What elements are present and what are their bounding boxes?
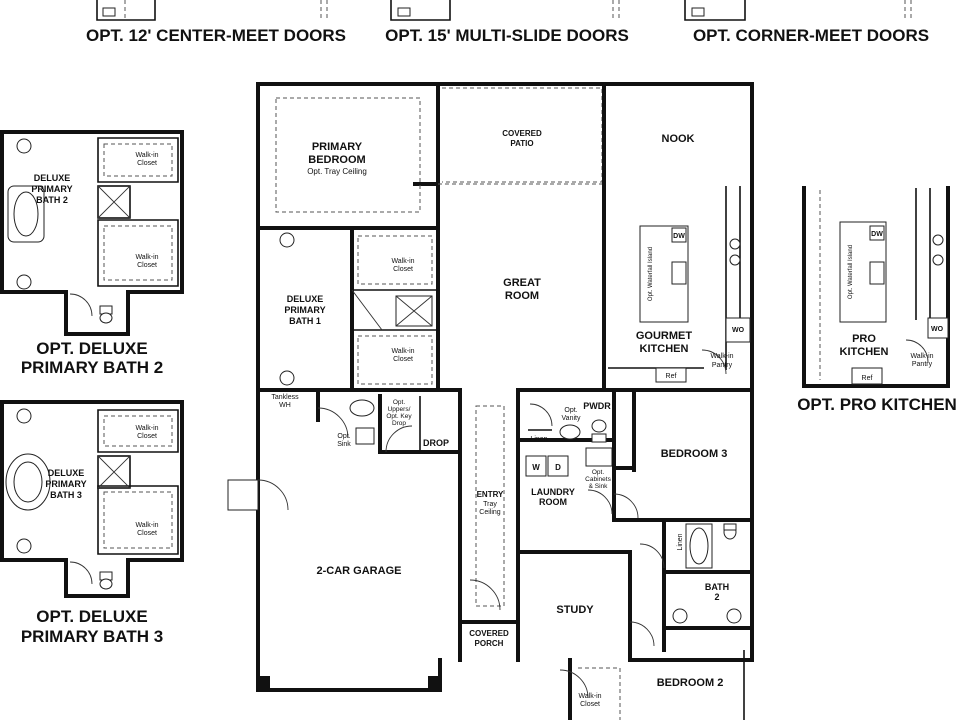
label-tankless-l1: Tankless [271,394,299,401]
label-bedroom-3: BEDROOM 3 [661,448,728,460]
label-deluxe-bath-2-line3: BATH 2 [36,195,68,205]
multi-slide-doors-option [390,0,620,21]
label-covered-patio-line2: PATIO [510,139,533,148]
caption-deluxe-bath-3-line1: OPT. DELUXE [36,607,147,626]
corner-meet-doors-option [684,0,912,21]
label-deluxe-bath-3-line1: DELUXE [48,468,85,478]
label-main-closet-a-l1: Walk-in [391,258,414,265]
label-opt-vanity-l2: Vanity [562,415,581,422]
label-garage: 2-CAR GARAGE [317,565,402,577]
label-entry-line3: Ceiling [479,509,501,516]
label-deluxe-bath-3-line3: BATH 3 [50,490,82,500]
label-deluxe-bath-1-line3: BATH 1 [289,316,321,326]
label-walkin-pantry-l1: Walk-in [710,353,733,360]
label-deluxe-bath-3-line2: PRIMARY [45,479,86,489]
caption-corner-meet-doors: OPT. CORNER-MEET DOORS [693,26,929,45]
label-laundry-line2: ROOM [539,497,567,507]
label-opt2-closet-b-l1: Walk-in [135,254,158,261]
label-main-closet-a-l2: Closet [393,266,413,273]
label-opt3-closet-b-l2: Closet [137,530,157,537]
label-covered-porch-line2: PORCH [475,639,504,648]
caption-multi-slide-doors: OPT. 15' MULTI-SLIDE DOORS [385,26,629,45]
label-deluxe-bath-2-line2: PRIMARY [31,184,72,194]
label-walkin-pantry-l2: Pantry [712,362,733,369]
label-pwdr: PWDR [583,401,611,411]
label-pro-pantry-l1: Walk-in [910,353,933,360]
label-opt-cabinets-l1: Opt. [592,469,604,476]
label-tankless-l2: WH [279,402,291,409]
label-opt2-closet-a-l2: Closet [137,160,157,167]
label-primary-bedroom-line1: PRIMARY [312,141,363,153]
label-linen-bath2: Linen [677,533,684,550]
label-gourmet-kitchen-line1: GOURMET [636,330,693,342]
label-great-room-line2: ROOM [505,290,539,302]
label-primary-tray-ceiling: Opt. Tray Ceiling [307,167,367,176]
label-pro-waterfall-island: Opt. Waterfall Island [848,245,854,299]
label-opt3-closet-a-l2: Closet [137,433,157,440]
label-primary-bedroom-line2: BEDROOM [308,154,365,166]
label-entry-line2: Tray [483,501,497,508]
label-pro-kitchen-line2: KITCHEN [840,346,889,358]
label-opt-uppers-l4: Drop [392,420,406,427]
label-entry-line1: ENTRY [477,490,504,499]
caption-deluxe-bath-3-line2: PRIMARY BATH 3 [21,627,163,646]
label-washer: W [532,463,540,472]
label-opt-sink-l1: Opt. [337,433,350,440]
label-pro-ref: Ref [862,375,873,382]
main-plan-walls [227,82,754,720]
label-laundry-line1: LAUNDRY [531,487,575,497]
caption-center-meet-doors: OPT. 12' CENTER-MEET DOORS [86,26,346,45]
label-pro-dw: DW [871,231,883,238]
label-covered-patio-line1: COVERED [502,129,542,138]
center-meet-doors-option [96,0,328,21]
label-bedroom-2: BEDROOM 2 [657,677,724,689]
label-opt-uppers-l2: Uppers/ [388,406,411,413]
label-pro-wo: WO [931,326,944,333]
label-bedroom2-closet-l2: Closet [580,701,600,708]
label-bath-2-line1: BATH [705,582,729,592]
label-covered-porch-line1: COVERED [469,629,509,638]
label-great-room-line1: GREAT [503,277,541,289]
label-kitchen-wo: WO [732,327,745,334]
label-opt-uppers-l1: Opt. [393,399,405,406]
label-linen-laundry: Linen [530,436,547,443]
deluxe-primary-bath-2-option [0,130,184,336]
label-opt2-closet-b-l2: Closet [137,262,157,269]
label-pro-kitchen-line1: PRO [852,333,876,345]
label-opt3-closet-a-l1: Walk-in [135,425,158,432]
label-opt3-closet-b-l1: Walk-in [135,522,158,529]
label-opt-vanity-l1: Opt. [564,407,577,414]
label-opt-sink-l2: Sink [337,441,351,448]
label-kitchen-ref: Ref [666,373,677,380]
label-opt2-closet-a-l1: Walk-in [135,152,158,159]
label-main-closet-b-l2: Closet [393,356,413,363]
label-deluxe-bath-2-line1: DELUXE [34,173,71,183]
label-opt-cabinets-l2: Cabinets [585,476,611,483]
label-drop: DROP [423,438,449,448]
label-bath-2-line2: 2 [714,592,719,602]
caption-deluxe-bath-2-line1: OPT. DELUXE [36,339,147,358]
label-deluxe-bath-1-line2: PRIMARY [284,305,325,315]
label-nook: NOOK [662,133,695,145]
label-waterfall-island: Opt. Waterfall Island [648,247,654,301]
label-main-closet-b-l1: Walk-in [391,348,414,355]
caption-deluxe-bath-2-line2: PRIMARY BATH 2 [21,358,163,377]
caption-pro-kitchen: OPT. PRO KITCHEN [797,395,957,414]
label-pro-pantry-l2: Pantry [912,361,933,368]
label-opt-cabinets-l3: & Sink [589,483,609,490]
label-deluxe-bath-1-line1: DELUXE [287,294,324,304]
deluxe-primary-bath-3-option [0,400,184,598]
label-dryer: D [555,463,561,472]
label-study: STUDY [556,604,594,616]
label-opt-uppers-l3: Opt. Key [386,413,412,420]
label-bedroom2-closet-l1: Walk-in [578,693,601,700]
pro-kitchen-option [802,186,950,388]
label-kitchen-dw: DW [673,233,685,240]
label-gourmet-kitchen-line2: KITCHEN [640,343,689,355]
